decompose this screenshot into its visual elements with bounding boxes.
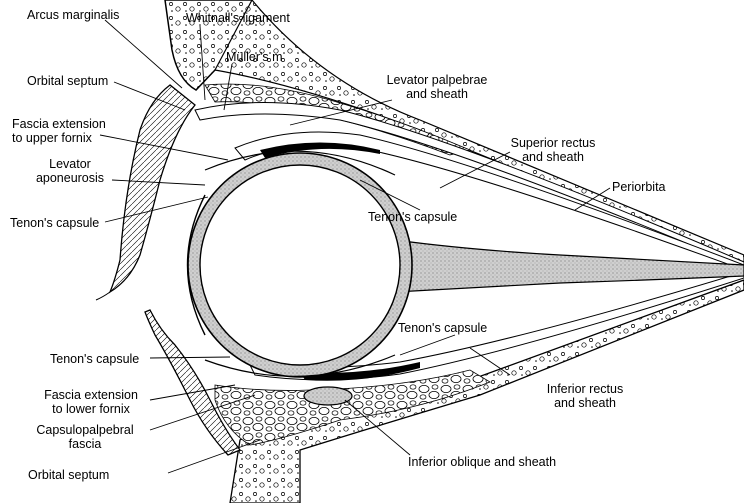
superior-sheath-dark xyxy=(260,142,380,158)
globe-inner xyxy=(199,164,401,366)
label-capsulopalpebral-line2: fascia xyxy=(68,437,102,451)
label-levator-aponeurosis: Levator aponeurosis xyxy=(30,157,110,185)
label-inferior-rectus-line2: and sheath xyxy=(554,396,616,410)
label-levator-palpebrae: Levator palpebrae and sheath xyxy=(372,73,502,101)
leader-line xyxy=(574,187,611,211)
leader-line xyxy=(149,384,236,401)
label-arcus-marginalis: Arcus marginalis xyxy=(27,8,120,22)
upper-orbital-roof xyxy=(214,0,744,263)
leader-line xyxy=(99,134,229,161)
lower-eyelid xyxy=(144,309,242,456)
cornea xyxy=(186,194,206,336)
leader-line xyxy=(359,179,421,211)
label-inferior-rectus: Inferior rectus and sheath xyxy=(530,382,640,410)
label-levator-apo-line1: Levator xyxy=(49,157,91,171)
leader-line xyxy=(113,81,186,111)
tenons-capsule-line xyxy=(204,150,396,377)
label-levator-apo-line2: aponeurosis xyxy=(35,171,105,185)
leader-line xyxy=(439,151,511,189)
leader-line xyxy=(289,99,393,126)
label-superior-rectus-line2: and sheath xyxy=(522,150,584,164)
label-fascia-upper-line1: Fascia extension xyxy=(12,117,106,131)
upper-lid-margin xyxy=(95,291,111,301)
label-levator-palpebrae-line2: and sheath xyxy=(406,87,468,101)
leader-line xyxy=(104,196,209,223)
leader-line xyxy=(469,347,511,376)
label-superior-rectus-line1: Superior rectus xyxy=(510,136,596,150)
label-fascia-lower-line1: Fascia extension xyxy=(44,388,138,402)
inferior-sheath-dark xyxy=(300,362,420,381)
label-tenons-capsule-lower-mid: Tenon's capsule xyxy=(398,321,488,335)
label-tenons-capsule-lower-left: Tenon's capsule xyxy=(50,352,140,366)
leader-line xyxy=(167,439,261,474)
label-capsulopalpebral-fascia: Capsulopalpebral fascia xyxy=(30,423,140,451)
label-fascia-lower-line2: to lower fornix xyxy=(52,402,130,416)
label-whitnalls-ligament: Whitnall's ligament xyxy=(186,11,290,25)
label-fascia-upper-line2: to upper fornix xyxy=(12,131,92,145)
leader-line xyxy=(223,63,233,111)
label-tenons-capsule-upper-left: Tenon's capsule xyxy=(10,216,100,230)
label-superior-rectus: Superior rectus and sheath xyxy=(498,136,608,164)
leader-line xyxy=(199,25,206,101)
label-orbital-septum-lower: Orbital septum xyxy=(28,468,110,482)
leader-line xyxy=(344,399,411,456)
label-fascia-upper-fornix: Fascia extension to upper fornix xyxy=(12,117,106,145)
leader-line xyxy=(149,394,256,431)
label-tenons-capsule-upper-mid: Tenon's capsule xyxy=(368,210,458,224)
leader-line xyxy=(149,356,231,359)
leader-line xyxy=(399,334,456,356)
leader-line xyxy=(111,179,206,186)
upper-eyelid xyxy=(108,84,196,294)
label-inferior-rectus-line1: Inferior rectus xyxy=(546,382,624,396)
label-capsulopalpebral-line1: Capsulopalpebral xyxy=(36,423,134,437)
label-orbital-septum-upper: Orbital septum xyxy=(27,74,109,88)
label-levator-palpebrae-line1: Levator palpebrae xyxy=(386,73,488,87)
label-inferior-oblique: Inferior oblique and sheath xyxy=(408,455,557,469)
inferior-oblique xyxy=(303,386,353,406)
label-mullers-muscle: Müller's m xyxy=(226,50,283,64)
levator-muscle xyxy=(194,102,744,268)
leader-line xyxy=(104,19,183,89)
label-periorbita: Periorbita xyxy=(612,180,666,194)
label-fascia-lower-fornix: Fascia extension to lower fornix xyxy=(32,388,150,416)
